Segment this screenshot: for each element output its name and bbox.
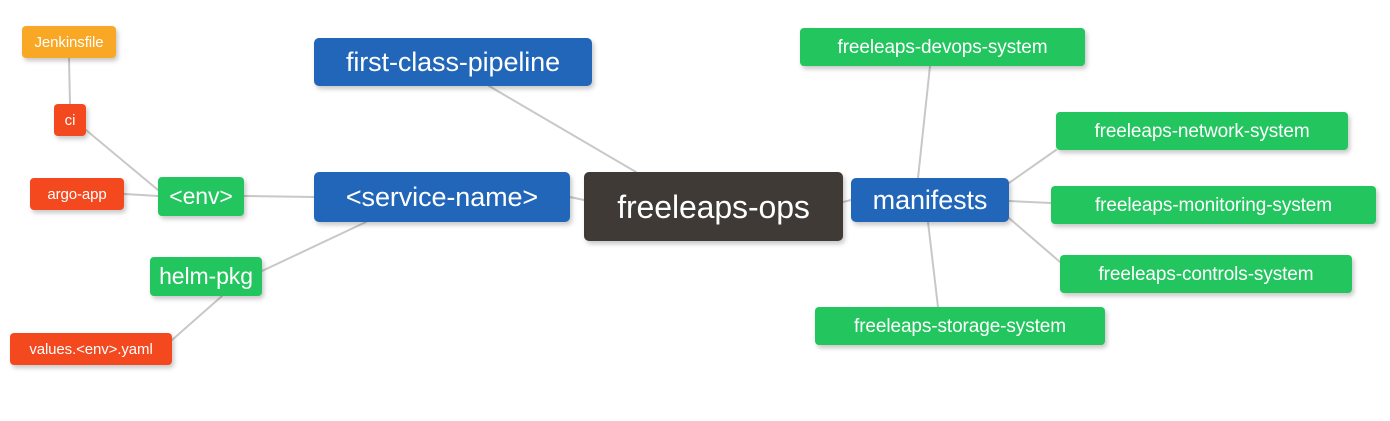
- edge-first-class-pipeline-to-freeleaps-ops: [488, 85, 637, 173]
- node-label-freeleaps-ops: freeleaps-ops: [617, 188, 810, 225]
- node-label-freeleaps-storage-system: freeleaps-storage-system: [854, 315, 1066, 337]
- node-first-class-pipeline[interactable]: first-class-pipeline: [314, 38, 592, 86]
- node-label-manifests: manifests: [872, 184, 988, 215]
- node-freeleaps-storage-system[interactable]: freeleaps-storage-system: [815, 307, 1105, 345]
- edge-freeleaps-monitoring-system-to-manifests: [1008, 200, 1052, 204]
- edge-freeleaps-ops-to-manifests: [842, 199, 852, 203]
- node-freeleaps-controls-system[interactable]: freeleaps-controls-system: [1060, 255, 1352, 293]
- edge-freeleaps-network-system-to-manifests: [1008, 149, 1057, 184]
- edge-freeleaps-storage-system-to-manifests: [927, 221, 939, 308]
- node-label-helm-pkg: helm-pkg: [159, 263, 253, 289]
- node-freeleaps-ops[interactable]: freeleaps-ops: [584, 172, 843, 241]
- node-ci[interactable]: ci: [54, 104, 86, 136]
- edge-values-env-yaml-to-helm-pkg: [171, 295, 223, 341]
- node-label-freeleaps-monitoring-system: freeleaps-monitoring-system: [1095, 194, 1332, 216]
- edge-argo-app-to-env: [123, 193, 159, 197]
- node-freeleaps-monitoring-system[interactable]: freeleaps-monitoring-system: [1051, 186, 1376, 224]
- node-label-freeleaps-network-system: freeleaps-network-system: [1094, 120, 1310, 142]
- node-manifests[interactable]: manifests: [851, 178, 1009, 222]
- edge-helm-pkg-to-service-name: [261, 221, 367, 272]
- node-values-env-yaml[interactable]: values.<env>.yaml: [10, 333, 172, 365]
- node-label-jenkinsfile: Jenkinsfile: [34, 33, 104, 51]
- node-label-values-env-yaml: values.<env>.yaml: [29, 340, 153, 358]
- node-label-env: <env>: [169, 183, 233, 209]
- node-label-ci: ci: [64, 111, 76, 129]
- edge-env-to-service-name: [243, 195, 315, 198]
- node-jenkinsfile[interactable]: Jenkinsfile: [22, 26, 116, 58]
- edge-freeleaps-controls-system-to-manifests: [1008, 217, 1061, 263]
- node-label-service-name: <service-name>: [345, 181, 539, 212]
- node-freeleaps-devops-system[interactable]: freeleaps-devops-system: [800, 28, 1085, 66]
- edge-jenkinsfile-to-ci: [68, 57, 71, 105]
- node-argo-app[interactable]: argo-app: [30, 178, 124, 210]
- node-service-name[interactable]: <service-name>: [314, 172, 570, 222]
- node-label-argo-app: argo-app: [47, 185, 107, 203]
- node-label-freeleaps-controls-system: freeleaps-controls-system: [1098, 263, 1314, 285]
- node-env[interactable]: <env>: [158, 177, 244, 216]
- node-label-first-class-pipeline: first-class-pipeline: [345, 46, 561, 77]
- node-label-freeleaps-devops-system: freeleaps-devops-system: [837, 36, 1048, 58]
- edge-freeleaps-devops-system-to-manifests: [917, 65, 931, 179]
- node-helm-pkg[interactable]: helm-pkg: [150, 257, 262, 296]
- edge-service-name-to-freeleaps-ops: [569, 196, 585, 201]
- node-freeleaps-network-system[interactable]: freeleaps-network-system: [1056, 112, 1348, 150]
